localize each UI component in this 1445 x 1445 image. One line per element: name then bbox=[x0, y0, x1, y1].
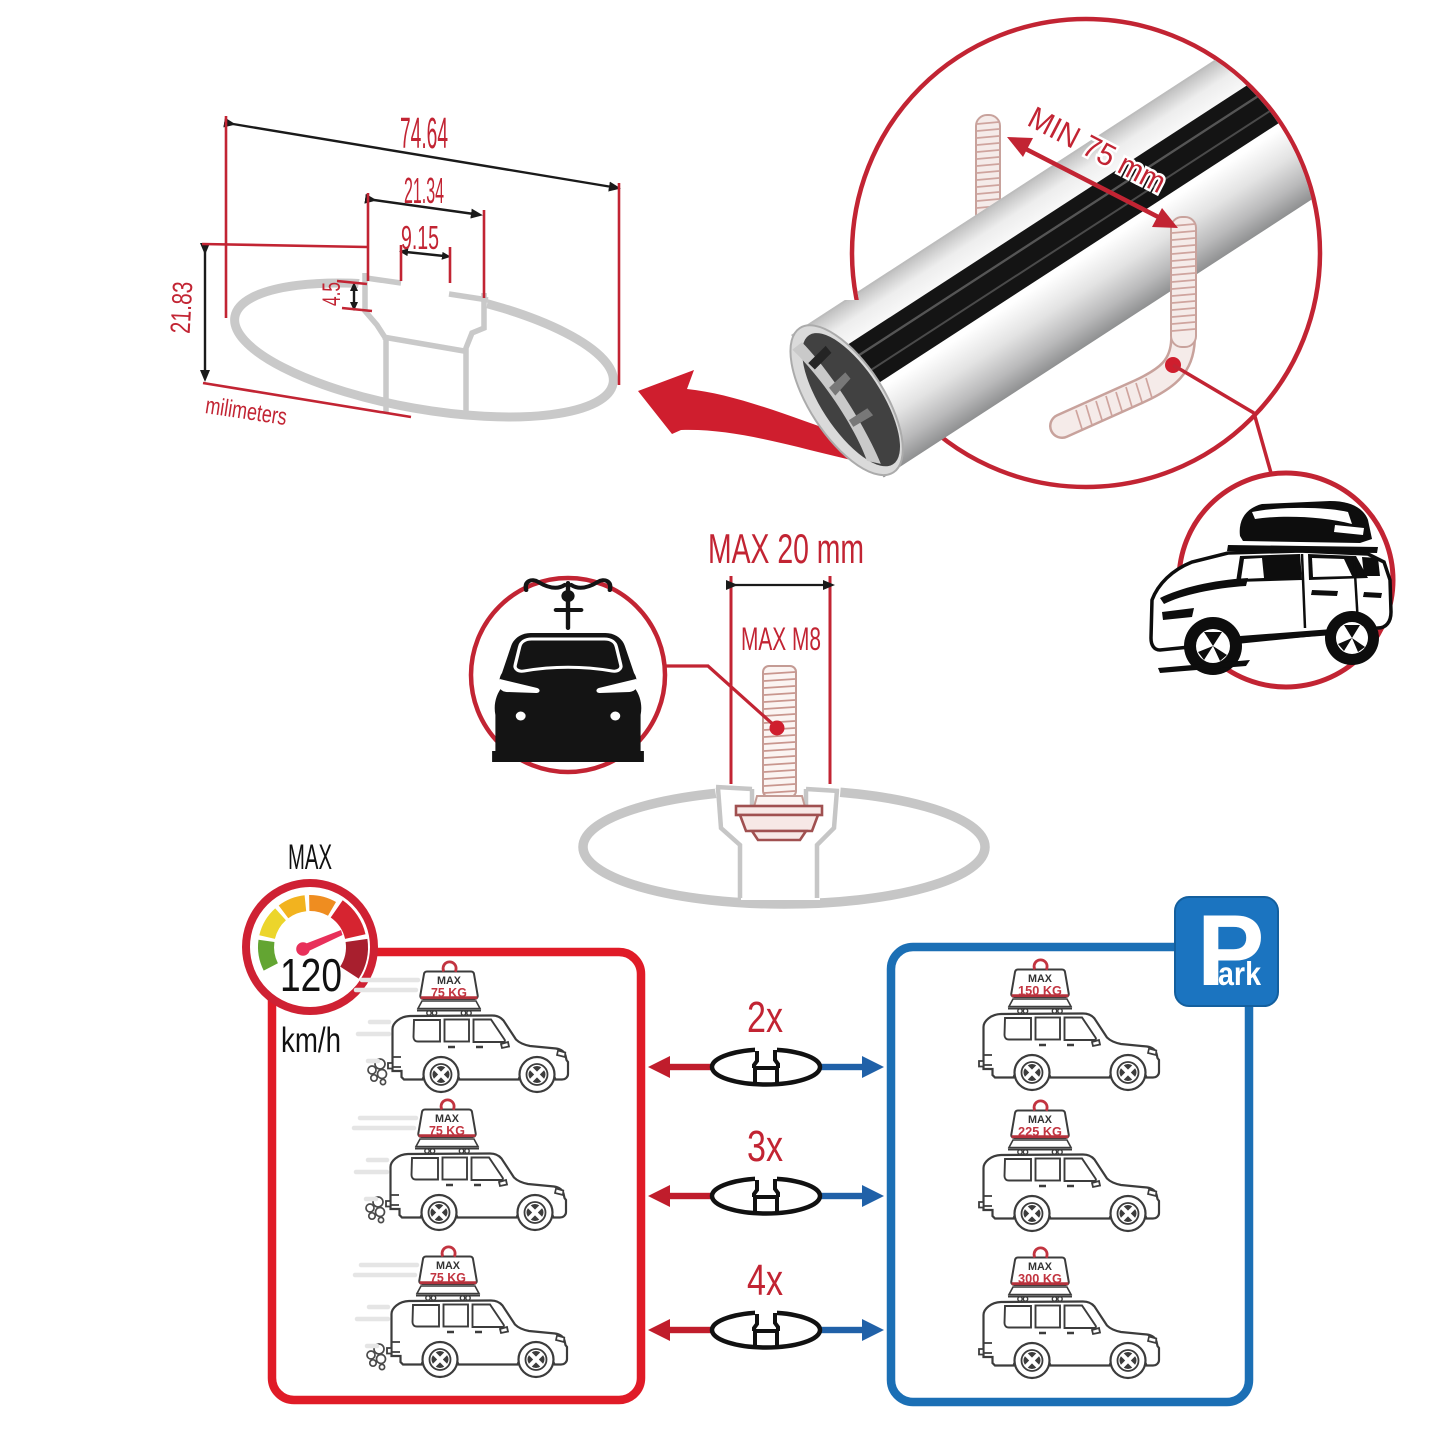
svg-text:MAX: MAX bbox=[1028, 1114, 1053, 1126]
svg-text:300 KG: 300 KG bbox=[1018, 1272, 1062, 1286]
svg-text:9.15: 9.15 bbox=[401, 219, 439, 256]
svg-text:2x: 2x bbox=[747, 993, 783, 1042]
svg-text:4.5: 4.5 bbox=[318, 282, 346, 306]
svg-text:75 KG: 75 KG bbox=[429, 1124, 465, 1138]
svg-text:75 KG: 75 KG bbox=[430, 1271, 466, 1285]
svg-text:150 KG: 150 KG bbox=[1018, 984, 1062, 998]
svg-text:21.83: 21.83 bbox=[165, 281, 199, 335]
svg-text:MAX: MAX bbox=[437, 975, 462, 987]
svg-text:21.34: 21.34 bbox=[404, 170, 444, 211]
svg-text:74.64: 74.64 bbox=[400, 109, 448, 158]
svg-text:75 KG: 75 KG bbox=[431, 986, 467, 1000]
svg-text:4x: 4x bbox=[747, 1256, 783, 1305]
svg-text:ark: ark bbox=[1218, 955, 1262, 992]
svg-text:MAX M8: MAX M8 bbox=[741, 621, 821, 657]
svg-text:3x: 3x bbox=[747, 1122, 783, 1171]
svg-text:225 KG: 225 KG bbox=[1018, 1125, 1062, 1139]
svg-text:120: 120 bbox=[280, 949, 342, 1001]
svg-text:km/h: km/h bbox=[281, 1021, 341, 1060]
svg-text:MAX: MAX bbox=[288, 838, 332, 877]
svg-text:MAX: MAX bbox=[436, 1260, 461, 1272]
svg-text:MAX: MAX bbox=[435, 1113, 460, 1125]
svg-text:MAX: MAX bbox=[1028, 1261, 1053, 1273]
svg-text:P: P bbox=[1197, 895, 1264, 1007]
svg-text:MAX 20 mm: MAX 20 mm bbox=[708, 525, 864, 572]
svg-text:MAX: MAX bbox=[1028, 973, 1053, 985]
